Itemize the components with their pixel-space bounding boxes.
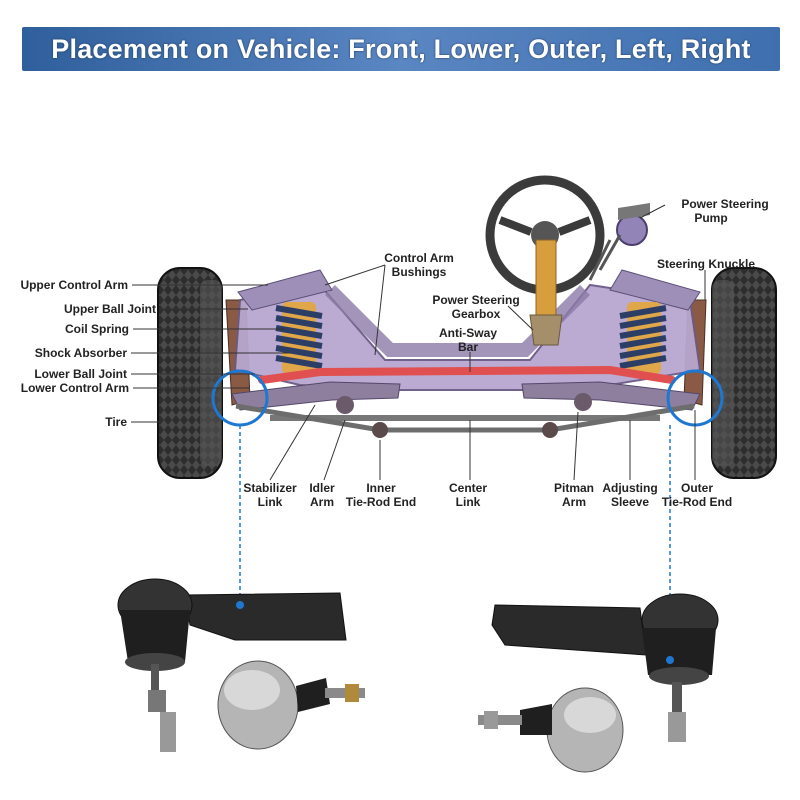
right-tire xyxy=(711,267,777,479)
label-tire: Tire xyxy=(105,415,127,429)
label-anti-sway-bar-1: Anti-Sway xyxy=(439,326,497,340)
label-center-link-1: Center xyxy=(449,481,487,495)
steering-column xyxy=(535,239,557,316)
label-control-arm-bushings-1: Control Arm xyxy=(384,251,454,265)
label-adjusting-sleeve-1: Adjusting xyxy=(602,481,657,495)
label-shock-absorber: Shock Absorber xyxy=(35,346,128,360)
label-stabilizer-link-2: Link xyxy=(258,495,283,509)
product-left-ball-joint xyxy=(217,660,365,750)
right-lower-control-arm xyxy=(521,381,701,411)
page-title: Placement on Vehicle: Front, Lower, Oute… xyxy=(51,34,751,64)
label-inner-tie-rod-end-2: Tie-Rod End xyxy=(346,495,416,509)
label-lower-ball-joint: Lower Ball Joint xyxy=(34,367,127,381)
label-idler-arm-1: Idler xyxy=(309,481,335,495)
label-idler-arm-2: Arm xyxy=(310,495,334,509)
label-power-steering-gearbox-2: Gearbox xyxy=(452,307,501,321)
power-steering-gearbox xyxy=(529,314,563,346)
left-tire xyxy=(157,267,223,479)
left-coil-spring xyxy=(275,302,323,374)
label-power-steering-pump-1: Power Steering xyxy=(681,197,768,211)
right-coil-spring xyxy=(619,302,667,374)
label-center-link-2: Link xyxy=(456,495,481,509)
label-upper-control-arm: Upper Control Arm xyxy=(20,278,128,292)
label-coil-spring: Coil Spring xyxy=(65,322,129,336)
title-banner: Placement on Vehicle: Front, Lower, Oute… xyxy=(22,27,780,71)
label-pitman-arm-2: Arm xyxy=(562,495,586,509)
leader-lines xyxy=(131,204,706,481)
label-lower-control-arm: Lower Control Arm xyxy=(21,381,129,395)
left-connector-dot xyxy=(236,601,244,609)
label-anti-sway-bar-2: Bar xyxy=(458,340,478,354)
left-upper-control-arm xyxy=(237,269,333,311)
anti-sway-bar xyxy=(258,365,676,384)
label-adjusting-sleeve-2: Sleeve xyxy=(611,495,649,509)
left-inner-tie-rod-end xyxy=(372,422,388,438)
label-control-arm-bushings-2: Bushings xyxy=(392,265,447,279)
tie-rod xyxy=(235,403,695,433)
idler-arm xyxy=(336,396,354,414)
label-power-steering-pump-2: Pump xyxy=(694,211,727,225)
label-pitman-arm-1: Pitman xyxy=(554,481,594,495)
right-upper-control-arm xyxy=(609,269,701,311)
product-right-ball-joint xyxy=(478,687,624,773)
label-inner-tie-rod-end-1: Inner xyxy=(366,481,396,495)
left-lower-control-arm xyxy=(231,381,401,411)
label-upper-ball-joint: Upper Ball Joint xyxy=(64,302,156,316)
power-steering-pump xyxy=(588,203,650,281)
label-steering-knuckle: Steering Knuckle xyxy=(657,257,755,271)
right-connector-dot xyxy=(666,656,674,664)
label-power-steering-gearbox-1: Power Steering xyxy=(432,293,519,307)
label-stabilizer-link-1: Stabilizer xyxy=(243,481,297,495)
label-outer-tie-rod-end-1: Outer xyxy=(681,481,713,495)
label-outer-tie-rod-end-2: Tie-Rod End xyxy=(662,495,732,509)
product-left-tie-rod-end xyxy=(117,578,347,752)
right-inner-tie-rod-end xyxy=(542,422,558,438)
pitman-arm xyxy=(574,393,592,411)
product-right-tie-rod-end xyxy=(491,593,719,742)
